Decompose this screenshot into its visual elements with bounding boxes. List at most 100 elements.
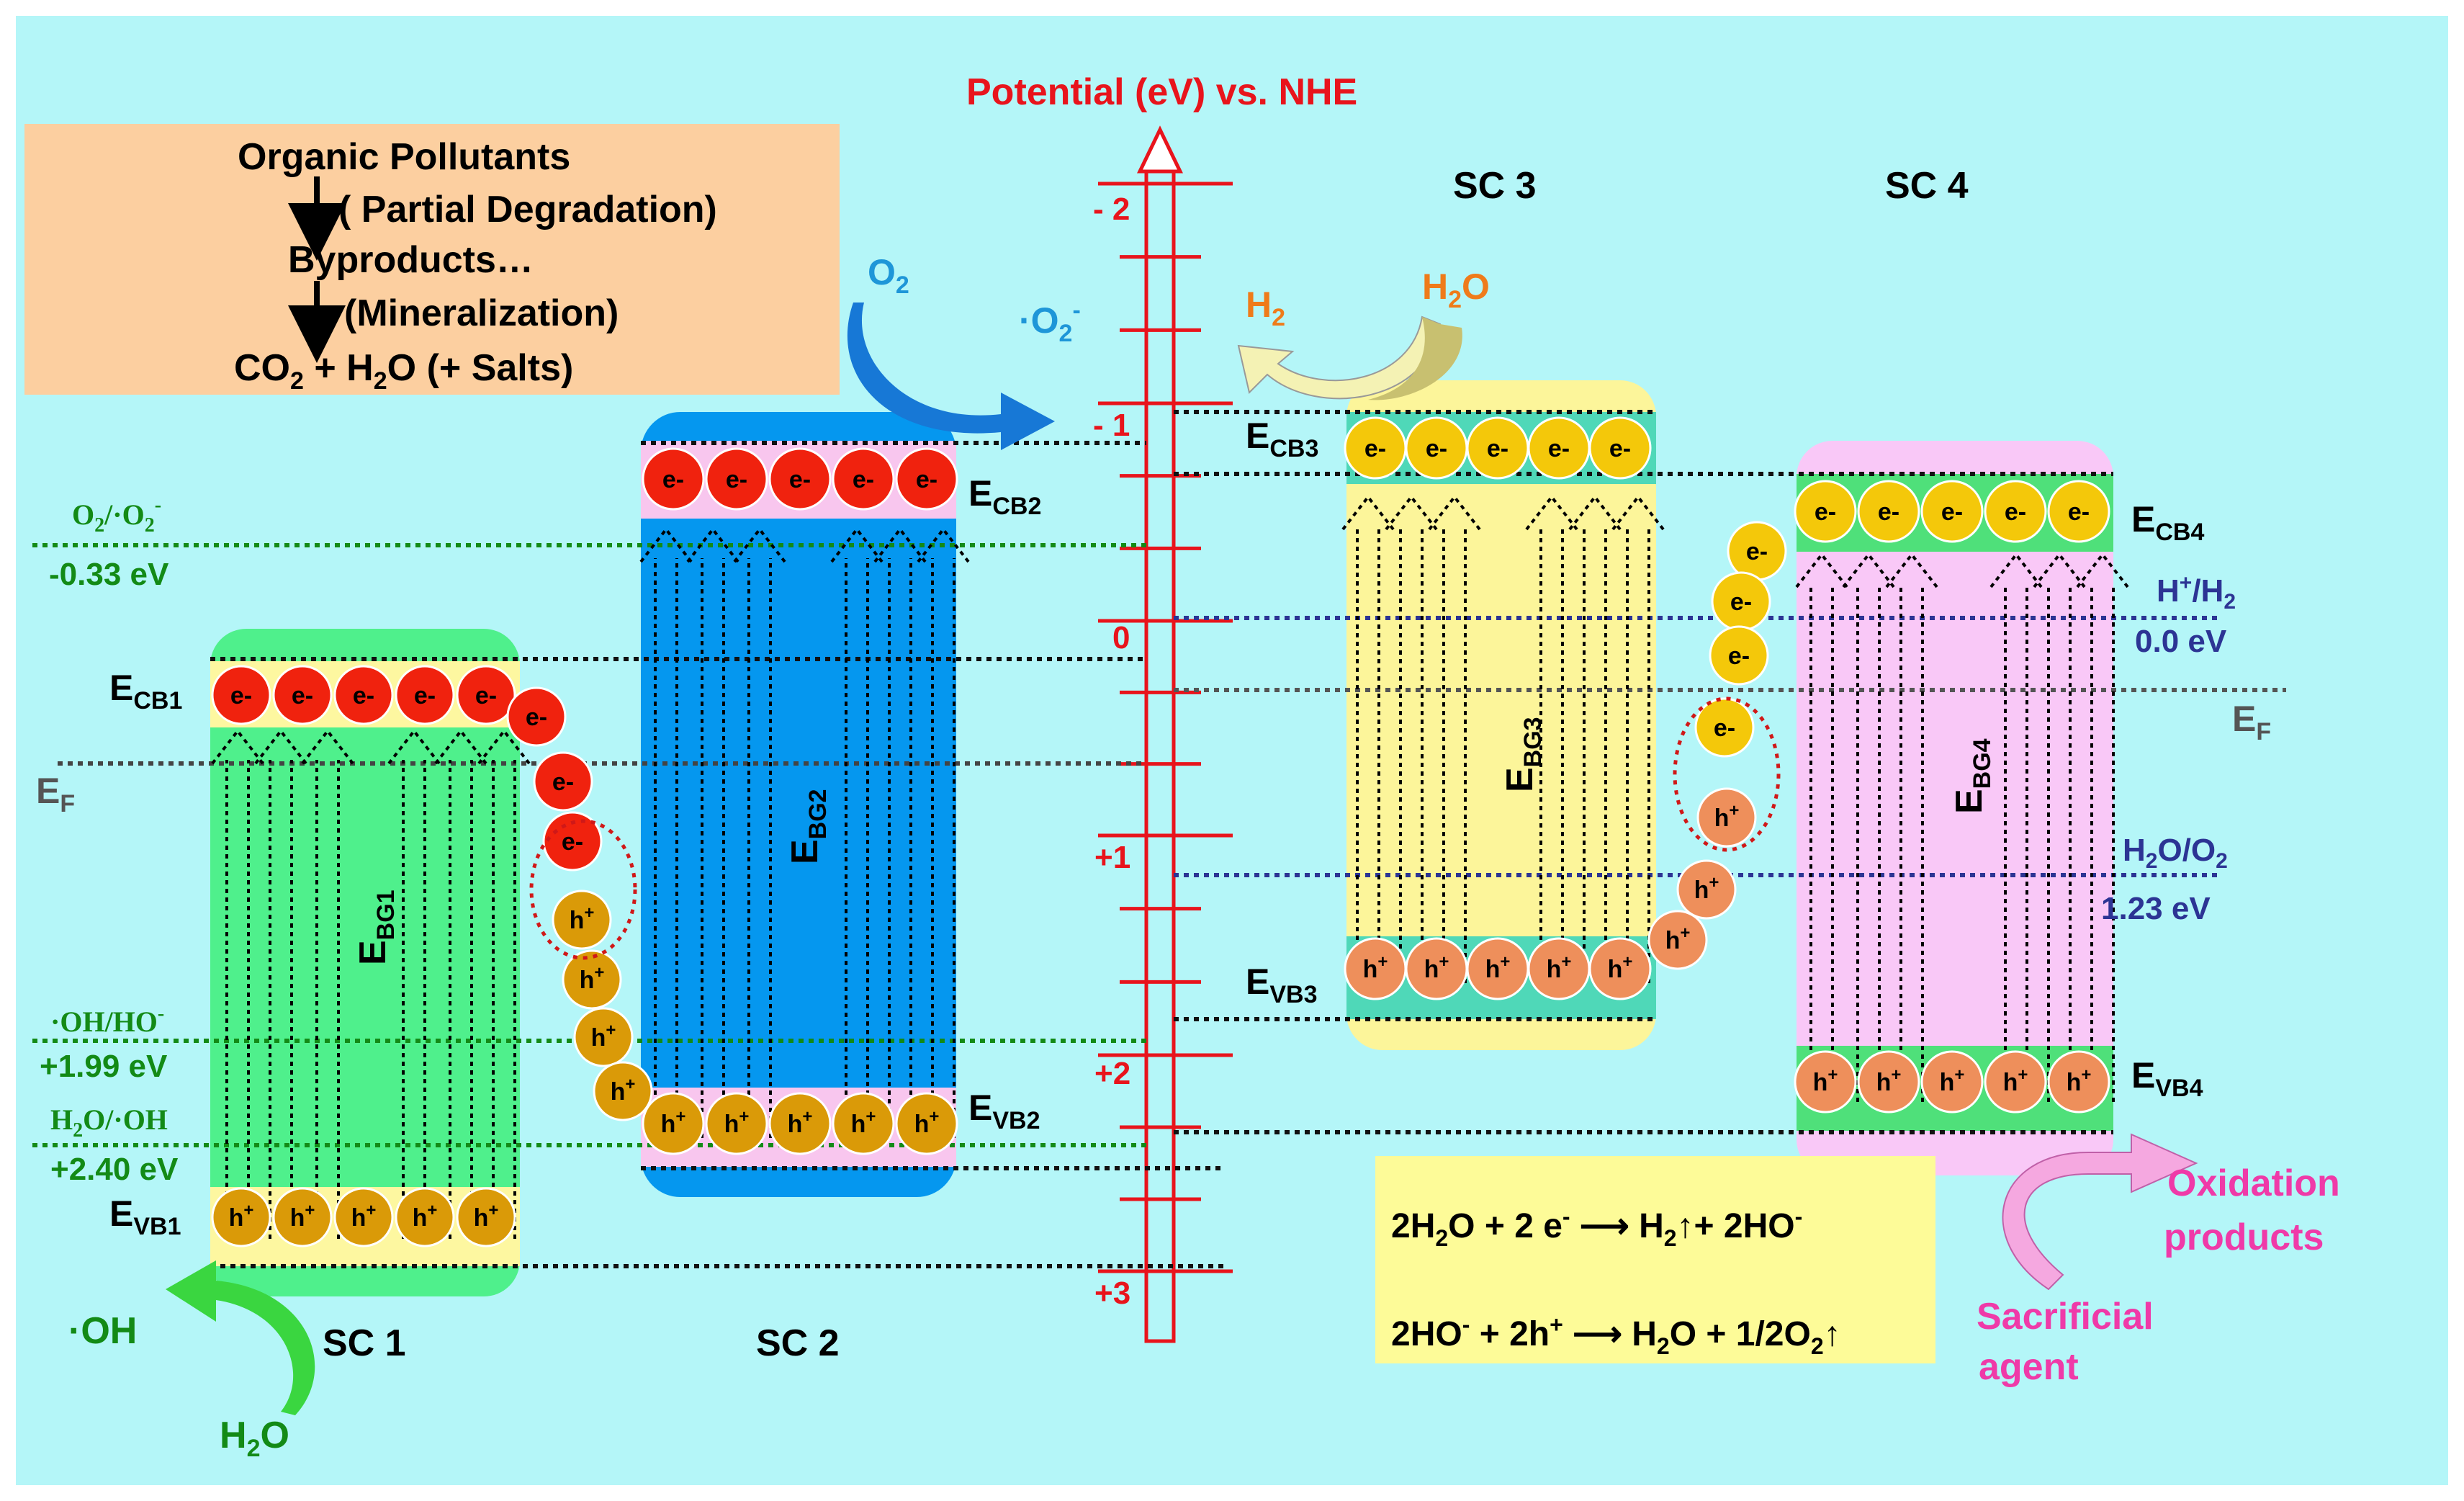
sc1-hole: h+ [333, 1187, 394, 1247]
redox-h2-label: H+/H2 [2157, 571, 2236, 614]
sc3-label: SC 3 [1453, 165, 1537, 207]
sc1-cb-label: ECB1 [109, 668, 182, 714]
svg-text:e-: e- [789, 466, 811, 493]
transfer-hole-right: h+ [1696, 787, 1757, 848]
sc2-hole: h+ [705, 1092, 768, 1155]
sc4-hole: h+ [1857, 1050, 1920, 1114]
sc1-electron: e- [456, 665, 516, 725]
sc1-electron: e- [272, 665, 333, 725]
sacrificial-agent-line-1: Sacrificial [1977, 1296, 2154, 1338]
svg-text:e-: e- [414, 682, 436, 709]
svg-text:e-: e- [1728, 642, 1750, 670]
svg-text:h+: h+ [1940, 1065, 1965, 1096]
sc1-hole: h+ [272, 1187, 333, 1247]
sc3-hole: h+ [1527, 937, 1591, 1000]
svg-text:e-: e- [353, 682, 374, 709]
transfer-hole-left: h+ [562, 949, 622, 1010]
sc3-hole: h+ [1344, 937, 1407, 1000]
pollutant-line-3: Byproducts… [288, 239, 534, 281]
sc4-bandgap-label: EBG4 [1948, 738, 1996, 814]
sc3-hole: h+ [1588, 937, 1652, 1000]
sc1-vb-label: EVB1 [109, 1193, 181, 1240]
sc4-box [1797, 441, 2113, 1175]
transfer-electron-right: e- [1694, 697, 1755, 758]
sc3-electron: e- [1405, 416, 1468, 480]
sc4-cb-label: ECB4 [2131, 499, 2204, 546]
sc4-electron: e- [1920, 480, 1984, 543]
sc4-hole: h+ [1920, 1050, 1984, 1114]
pollutant-line-2: ( Partial Degradation) [338, 189, 717, 230]
sacrificial-agent-line-2: agent [1979, 1346, 2079, 1388]
redox-oh-value: +1.99 eV [40, 1049, 168, 1084]
reaction-1: 2H2O + 2 e- ⟶ H2↑+ 2HO- [1391, 1204, 1802, 1251]
svg-text:h+: h+ [1608, 952, 1633, 983]
transfer-electron-left: e- [542, 811, 603, 872]
sc4-electron: e- [1794, 480, 1857, 543]
svg-text:e-: e- [562, 828, 583, 856]
svg-text:h+: h+ [724, 1107, 750, 1138]
sc2-electron: e- [705, 447, 768, 511]
h2o-label-right: H2O [1422, 266, 1490, 313]
sc4-electron: e- [1857, 480, 1920, 543]
svg-text:h+: h+ [351, 1201, 377, 1232]
svg-text:e-: e- [230, 682, 252, 709]
redox-h2-value: 0.0 eV [2135, 624, 2227, 659]
pollutant-line-4: (Mineralization) [344, 292, 619, 334]
svg-text:h+: h+ [413, 1201, 438, 1232]
svg-text:h+: h+ [1485, 952, 1511, 983]
reaction-box: 2H2O + 2 e- ⟶ H2↑+ 2HO- 2HO- + 2h+ ⟶ H2O… [1375, 1156, 1935, 1363]
svg-text:e-: e- [1815, 498, 1836, 526]
sc1-electron: e- [333, 665, 394, 725]
sc4-label: SC 4 [1885, 165, 1969, 207]
svg-text:h+: h+ [580, 963, 605, 994]
sc3-box [1346, 380, 1656, 1050]
transfer-hole-right: h+ [1647, 910, 1708, 970]
svg-text:e-: e- [1364, 435, 1386, 462]
sc1-label: SC 1 [323, 1322, 406, 1364]
svg-text:e-: e- [292, 682, 313, 709]
svg-text:h+: h+ [1813, 1065, 1838, 1096]
reaction-2: 2HO- + 2h+ ⟶ H2O + 1/2O2↑ [1391, 1312, 1841, 1359]
redox-h2o-value: +2.40 eV [50, 1152, 179, 1187]
axis-title: Potential (eV) vs. NHE [966, 71, 1357, 113]
sc1-electron: e- [211, 665, 271, 725]
svg-text:h+: h+ [290, 1201, 315, 1232]
redox-o2-evolution-label: H2O/O2 [2123, 833, 2228, 873]
svg-text:e-: e- [2005, 498, 2026, 526]
oxidation-products-line-1: Oxidation [2167, 1162, 2340, 1204]
sc3-cb-label: ECB3 [1246, 416, 1318, 462]
sc2-vb-label: EVB2 [968, 1088, 1040, 1134]
recombination-ellipse-right [1673, 696, 1781, 852]
svg-text:h+: h+ [1714, 801, 1740, 832]
svg-text:h+: h+ [1363, 952, 1388, 983]
hydrogen-evolution-arrow [1237, 315, 1442, 400]
sc1-hole: h+ [395, 1187, 455, 1247]
transfer-electron-right: e- [1711, 571, 1771, 632]
svg-text:e-: e- [1746, 538, 1768, 565]
sc2-cb-label: ECB2 [968, 473, 1041, 520]
sc2-hole: h+ [642, 1092, 705, 1155]
svg-text:e-: e- [1487, 435, 1508, 462]
fermi-level-right-label: EF [2232, 699, 2271, 745]
svg-text:h+: h+ [1547, 952, 1572, 983]
sc3-hole: h+ [1466, 937, 1529, 1000]
svg-text:e-: e- [916, 466, 938, 493]
oxidation-products-line-2: products [2164, 1217, 2324, 1258]
svg-text:h+: h+ [661, 1107, 686, 1138]
o2-reduction-arrow [847, 303, 1055, 450]
pollutant-degradation-box: Organic Pollutants ( Partial Degradation… [24, 124, 840, 395]
redox-o2-evolution-value: 1.23 eV [2101, 891, 2211, 926]
sc2-label: SC 2 [756, 1322, 840, 1364]
sc1-electron: e- [395, 665, 455, 725]
fermi-level-left-label: EF [36, 771, 75, 817]
svg-text:h+: h+ [1876, 1065, 1902, 1096]
sc1-hole: h+ [456, 1187, 516, 1247]
sc4-hole: h+ [1794, 1050, 1857, 1114]
potential-axis: Potential (eV) vs. NHE - 2 - 1 0 +1 +2 +… [966, 71, 1357, 1343]
svg-text:h+: h+ [1424, 952, 1449, 983]
axis-tick-label-m1: - 1 [1093, 408, 1130, 443]
axis-tick-label-p3: +3 [1094, 1276, 1130, 1311]
sc4-electron: e- [2047, 480, 2110, 543]
svg-text:h+: h+ [2003, 1065, 2028, 1096]
svg-text:e-: e- [726, 466, 747, 493]
